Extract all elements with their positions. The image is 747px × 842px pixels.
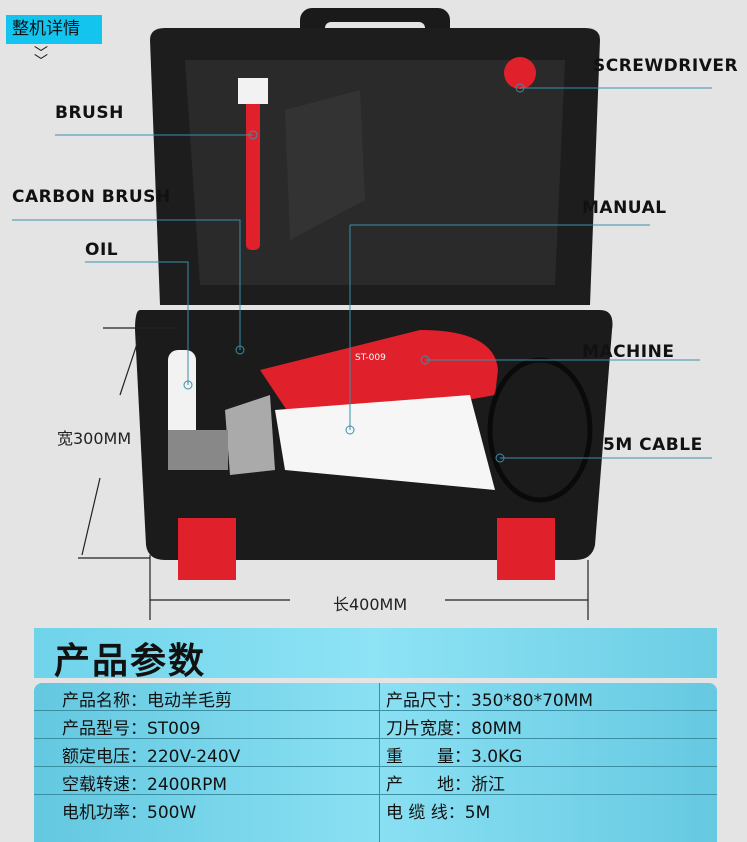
spec-left: 电机功率：500W	[62, 803, 197, 823]
callout-manual: MANUAL	[582, 198, 667, 218]
width-dimension: 宽300MM	[57, 429, 132, 448]
callout-oil: OIL	[85, 240, 119, 260]
screwdriver	[504, 57, 536, 89]
callout-cable: 5M CABLE	[603, 435, 703, 455]
double-chevron-down-icon: ﹀﹀	[34, 46, 48, 70]
specs-title: 产品参数	[54, 641, 207, 682]
specs-table: 产品名称：电动羊毛剪 产品尺寸：350*80*70MM 产品型号：ST009 刀片宽…	[34, 683, 717, 842]
latch-left	[178, 518, 236, 580]
tool-case-illustration: ST-009	[12, 8, 712, 620]
table-row: 空载转速：2400RPM 产 地：浙江	[34, 767, 717, 795]
table-row: 产品名称：电动羊毛剪 产品尺寸：350*80*70MM	[34, 683, 717, 711]
spec-left: 额定电压：220V-240V	[62, 747, 241, 767]
table-row: 产品型号：ST009 刀片宽度：80MM	[34, 711, 717, 739]
model-plate: ST-009	[355, 353, 386, 363]
table-row: 额定电压：220V-240V 重 量：3.0KG	[34, 739, 717, 767]
oil-bottle	[168, 350, 196, 445]
callout-carbon-brush: CARBON BRUSH	[12, 187, 171, 207]
callout-machine: MACHINE	[582, 342, 675, 362]
length-dimension: 长400MM	[333, 595, 408, 614]
spec-right: 产品尺寸：350*80*70MM	[386, 691, 594, 711]
callout-brush: BRUSH	[55, 103, 124, 123]
latch-right	[497, 518, 555, 580]
table-row: 电机功率：500W 电 缆 线：5M	[34, 795, 717, 823]
brush	[246, 100, 260, 250]
spec-right: 重 量：3.0KG	[386, 747, 523, 767]
spec-right: 刀片宽度：80MM	[386, 719, 522, 739]
spec-left: 产品名称：电动羊毛剪	[62, 691, 232, 711]
callout-screwdriver: SCREWDRIVER	[593, 56, 739, 76]
spec-right: 产 地：浙江	[386, 775, 505, 795]
spec-right: 电 缆 线：5M	[386, 803, 491, 823]
spec-left: 空载转速：2400RPM	[62, 775, 227, 795]
section-tag: 整机详情	[6, 15, 102, 44]
specs-title-band: 产品参数	[34, 628, 717, 682]
spec-left: 产品型号：ST009	[62, 719, 201, 739]
manual	[275, 395, 495, 490]
